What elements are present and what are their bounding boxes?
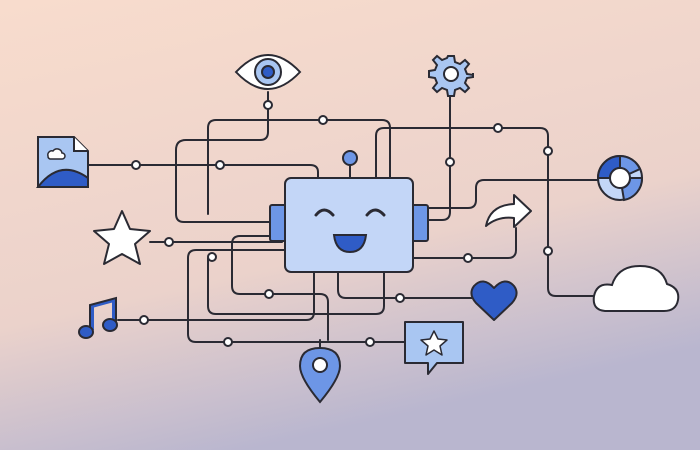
donut-hole: [609, 167, 631, 189]
wire-top-right-2: [375, 127, 601, 297]
connection-wires: [87, 91, 601, 351]
junction-dot: [493, 123, 503, 133]
chat-star: [420, 330, 448, 356]
music-note-icon: [78, 296, 118, 339]
wire-bottom: [207, 257, 385, 315]
wire-junctions: [131, 100, 553, 347]
robot-mouth: [332, 234, 368, 254]
junction-dot: [365, 337, 375, 347]
image-cloud: [47, 148, 66, 160]
junction-dot: [223, 337, 233, 347]
music-note-head-left: [78, 325, 94, 339]
heart-icon: [470, 280, 518, 321]
junction-dot: [263, 100, 273, 110]
junction-dot: [543, 246, 553, 256]
music-note-head-right: [102, 318, 118, 332]
music-note-beam-outline: [89, 296, 117, 330]
wire-share: [411, 227, 517, 259]
wire-robot-left-2: [187, 249, 405, 343]
cloud-shape: [592, 264, 680, 312]
gear-hole: [443, 66, 459, 82]
wire-image: [87, 164, 319, 181]
junction-dot: [463, 253, 473, 263]
image-fold: [73, 137, 88, 152]
pin-shape: [298, 346, 342, 404]
robot-antenna-ball: [342, 150, 358, 166]
robot-left-ear: [269, 204, 287, 242]
robot-head: [284, 177, 414, 273]
eye-pupil: [261, 65, 275, 79]
junction-dot: [139, 315, 149, 325]
location-pin-icon: [298, 346, 342, 404]
wire-top-right: [207, 119, 391, 215]
image-hill: [35, 168, 89, 188]
wire-eye: [175, 91, 286, 223]
wire-heart: [337, 271, 473, 299]
donut-chart-icon: [596, 154, 644, 202]
cloud-icon: [592, 264, 680, 312]
robot-left-eye: [314, 208, 335, 217]
junction-dot: [131, 160, 141, 170]
image-icon: [35, 136, 89, 188]
gear-icon: [428, 54, 474, 97]
wire-gear: [419, 91, 451, 221]
robot-right-ear: [411, 204, 429, 242]
junction-dot: [395, 293, 405, 303]
junction-dot: [264, 289, 274, 299]
heart-shape: [470, 280, 518, 321]
wire-robot-left-1: [231, 235, 329, 341]
pin-hole: [312, 357, 328, 373]
chat-star-icon: [404, 321, 464, 375]
share-arrow-shape: [485, 194, 532, 228]
eye-icon: [234, 54, 302, 90]
wire-donut: [419, 179, 599, 209]
star-icon: [93, 210, 151, 265]
robot-icon: [269, 150, 429, 273]
junction-dot: [207, 252, 217, 262]
robot-right-eye: [365, 208, 386, 217]
share-arrow-icon: [485, 194, 532, 228]
junction-dot: [164, 237, 174, 247]
junction-dot: [215, 160, 225, 170]
wire-music: [117, 269, 315, 321]
junction-dot: [543, 146, 553, 156]
junction-dot: [318, 115, 328, 125]
junction-dot: [445, 157, 455, 167]
music-note-beam: [90, 297, 116, 330]
star-shape: [93, 210, 151, 265]
